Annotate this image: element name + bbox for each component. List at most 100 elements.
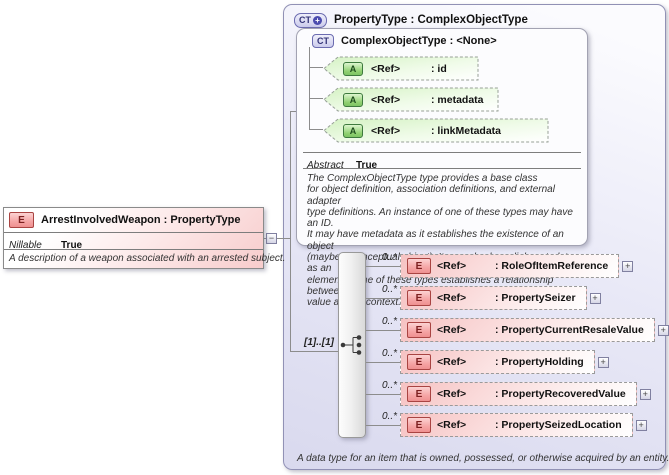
child-connector-line	[366, 298, 400, 299]
expand-toggle[interactable]: +	[639, 388, 651, 400]
element-name: : PropertyCurrentResaleValue	[495, 324, 644, 336]
attribute-name: : metadata	[431, 93, 484, 106]
child-element-box[interactable]: E <Ref> : RoleOfItemReference	[400, 254, 620, 278]
child-element-box[interactable]: E <Ref> : PropertySeizedLocation	[400, 413, 633, 437]
element-name: : RoleOfItemReference	[495, 260, 609, 272]
element-ref: <Ref>	[437, 292, 467, 304]
child-connector-line	[366, 362, 400, 363]
base-separator-1	[303, 152, 581, 153]
child-element-box[interactable]: E <Ref> : PropertyCurrentResaleValue	[400, 318, 655, 342]
attribute-content: A <Ref> : linkMetadata	[343, 119, 501, 142]
element-name: : PropertySeizedLocation	[495, 419, 622, 431]
child-element-box[interactable]: E <Ref> : PropertySeizer	[400, 286, 587, 310]
trunk-connector-line	[290, 111, 291, 351]
attribute-ref: <Ref>	[371, 62, 401, 75]
collapse-icon: −	[268, 233, 275, 243]
element-badge: E	[407, 354, 431, 370]
nillable-facet-value: True	[61, 240, 83, 251]
element-separator-2	[4, 249, 263, 250]
element-ref: <Ref>	[437, 419, 467, 431]
extension-plus-icon: +	[313, 15, 322, 25]
attribute-content: A <Ref> : id	[343, 57, 447, 80]
child-element-row[interactable]: E <Ref> : PropertySeizer +	[400, 286, 601, 310]
attribute-stub-line	[309, 98, 323, 99]
base-type-badge: CT	[312, 34, 334, 48]
expand-icon: +	[638, 419, 644, 430]
occurs-label: 0..*	[381, 380, 397, 391]
element-separator-1	[4, 232, 263, 233]
base-type-title: ComplexObjectType : <None>	[341, 35, 497, 47]
child-element-row[interactable]: E <Ref> : PropertySeizedLocation +	[400, 413, 647, 437]
child-connector-line	[366, 266, 400, 267]
expand-toggle[interactable]: +	[657, 324, 669, 336]
element-name: : PropertyHolding	[495, 356, 584, 368]
attribute-badge: A	[343, 61, 363, 76]
expand-icon: +	[600, 356, 606, 367]
base-type-header: CT ComplexObjectType : <None>	[307, 32, 587, 50]
element-badge: E	[407, 417, 431, 433]
complex-type-title: PropertyType : ComplexObjectType	[334, 14, 528, 26]
child-element-row[interactable]: E <Ref> : PropertyHolding +	[400, 350, 609, 374]
child-element-row[interactable]: E <Ref> : RoleOfItemReference +	[400, 254, 634, 278]
occurs-label: 0..*	[381, 284, 397, 295]
child-connector-line	[366, 394, 400, 395]
occurs-label: 0..*	[381, 316, 397, 327]
element-box: E ArrestInvolvedWeapon : PropertyType Ni…	[3, 207, 285, 269]
expand-toggle[interactable]: +	[622, 260, 634, 272]
element-badge: E	[407, 258, 431, 274]
complex-type-badge: CT +	[294, 12, 327, 28]
attribute-row[interactable]: A <Ref> : id	[323, 56, 479, 81]
element-badge: E	[9, 212, 34, 228]
expand-icon: +	[660, 324, 666, 335]
attribute-badge: A	[343, 92, 363, 107]
sequence-connector-line	[290, 351, 338, 352]
element-annotation: A description of a weapon associated wit…	[9, 253, 286, 264]
sequence-cardinality: [1]..[1]	[304, 337, 334, 348]
attribute-tag-shape	[323, 87, 499, 112]
base-type-badge-label: CT	[317, 36, 329, 46]
attribute-stub-line	[309, 67, 323, 68]
base-connector-stub	[290, 111, 297, 112]
attribute-ref: <Ref>	[371, 93, 401, 106]
attribute-stub-line	[309, 129, 323, 130]
base-type-box: CT ComplexObjectType : <None>	[296, 28, 588, 308]
attribute-content: A <Ref> : metadata	[343, 88, 484, 111]
child-element-row[interactable]: E <Ref> : PropertyCurrentResaleValue +	[400, 318, 669, 342]
complex-type-header: CT + PropertyType : ComplexObjectType	[289, 8, 665, 32]
attribute-name: : linkMetadata	[431, 124, 502, 137]
element-badge: E	[407, 290, 431, 306]
attribute-name: : id	[431, 62, 447, 75]
element-ref: <Ref>	[437, 356, 467, 368]
abstract-facet-label: Abstract	[307, 160, 344, 171]
sequence-compositor-icon	[340, 335, 362, 355]
element-badge: E	[407, 386, 431, 402]
element-name: : PropertyRecoveredValue	[495, 388, 626, 400]
expand-icon: +	[625, 260, 631, 271]
element-ref: <Ref>	[437, 324, 467, 336]
element-title: ArrestInvolvedWeapon : PropertyType	[41, 214, 241, 226]
occurs-label: 0..*	[381, 252, 397, 263]
attribute-row[interactable]: A <Ref> : metadata	[323, 87, 499, 112]
attribute-ref: <Ref>	[371, 124, 401, 137]
occurs-label: 0..*	[381, 411, 397, 422]
attribute-row[interactable]: A <Ref> : linkMetadata	[323, 118, 549, 143]
expand-toggle[interactable]: +	[589, 292, 601, 304]
element-badge: E	[407, 322, 431, 338]
child-element-box[interactable]: E <Ref> : PropertyHolding	[400, 350, 595, 374]
abstract-facet-value: True	[356, 160, 378, 171]
child-element-box[interactable]: E <Ref> : PropertyRecoveredValue	[400, 382, 637, 406]
element-ref: <Ref>	[437, 260, 467, 272]
element-ref: <Ref>	[437, 388, 467, 400]
attribute-badge: A	[343, 123, 363, 138]
expand-toggle[interactable]: +	[635, 419, 647, 431]
child-element-row[interactable]: E <Ref> : PropertyRecoveredValue +	[400, 382, 651, 406]
element-name: : PropertySeizer	[495, 292, 576, 304]
nillable-facet-label: Nillable	[9, 240, 42, 251]
expand-icon: +	[592, 292, 598, 303]
attribute-tag-shape	[323, 118, 549, 143]
collapse-toggle[interactable]: −	[266, 233, 277, 244]
expand-icon: +	[642, 388, 648, 399]
expand-toggle[interactable]: +	[597, 356, 609, 368]
child-connector-line	[366, 425, 400, 426]
